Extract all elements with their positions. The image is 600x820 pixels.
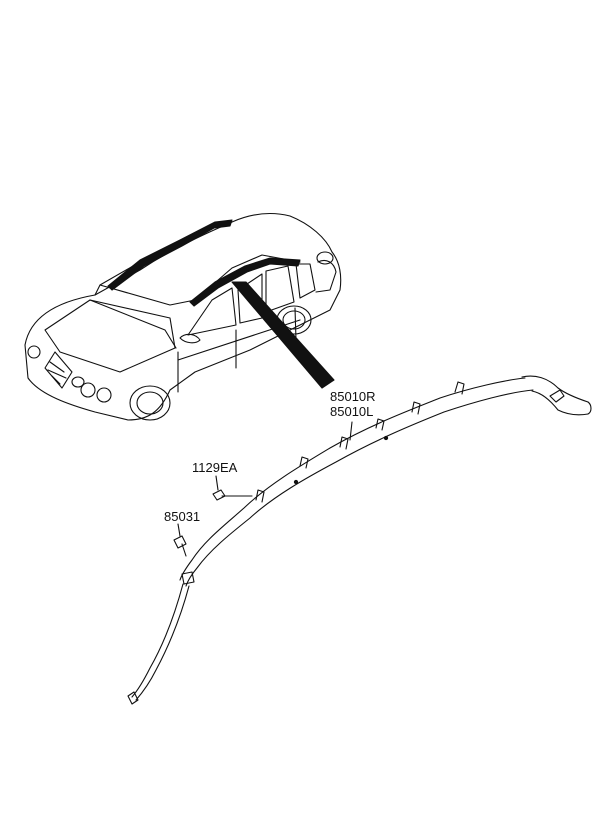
label-85010r: 85010R xyxy=(330,389,376,404)
leader-wedge xyxy=(231,281,335,389)
car-airbag-highlight xyxy=(107,219,301,307)
label-85010l: 85010L xyxy=(330,404,374,419)
bolt-1129ea xyxy=(212,489,253,501)
leader-85010 xyxy=(349,421,353,441)
label-1129ea: 1129EA xyxy=(192,460,238,475)
label-85031: 85031 xyxy=(164,509,201,524)
clip-85031 xyxy=(173,535,187,557)
leader-1129ea xyxy=(215,475,219,491)
leader-85031 xyxy=(177,523,181,537)
curtain-airbag xyxy=(127,375,592,705)
